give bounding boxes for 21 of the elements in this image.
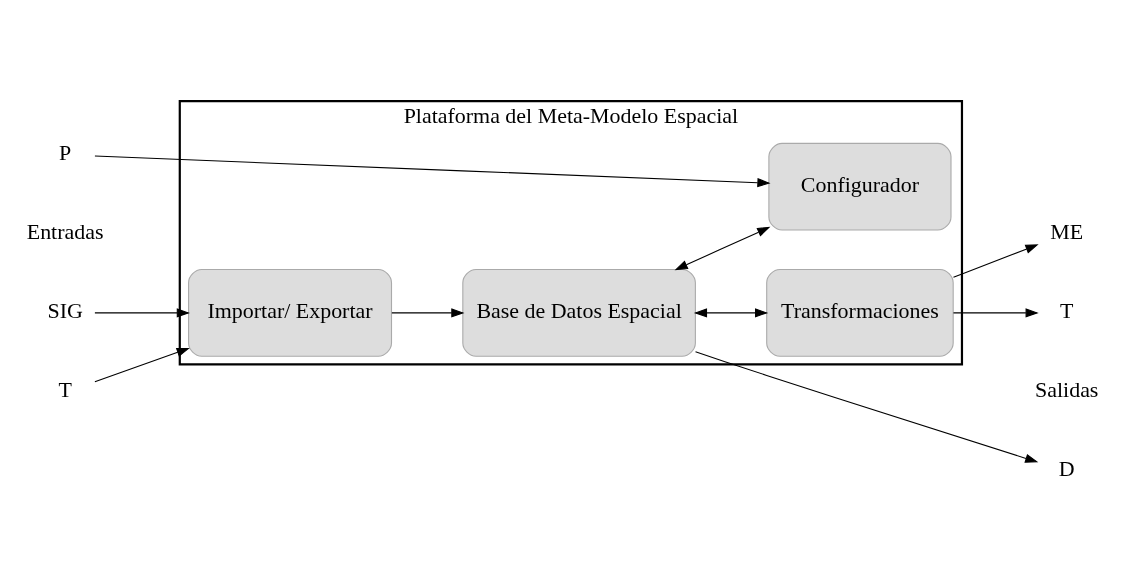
node-text: SIG xyxy=(47,298,83,324)
arrow xyxy=(391,308,465,318)
node-box: Configurador xyxy=(768,142,952,231)
node-text: D xyxy=(1058,456,1075,482)
node-text: ME xyxy=(1050,219,1084,245)
arrow xyxy=(952,308,1039,318)
node-text: T xyxy=(1060,298,1074,324)
arrow xyxy=(94,348,190,383)
arrow xyxy=(693,308,769,318)
arrow xyxy=(694,351,1039,463)
arrow xyxy=(952,244,1039,278)
arrow xyxy=(94,308,190,318)
arrow xyxy=(674,226,771,271)
node-text: P xyxy=(59,140,72,166)
arrow xyxy=(94,155,771,188)
node-text: T xyxy=(58,377,72,403)
node-box: Importar/ Exportar xyxy=(188,269,393,357)
label: Salidas xyxy=(1035,377,1099,403)
node-box: Base de Datos Espacial xyxy=(462,269,696,357)
label: Entradas xyxy=(26,219,104,245)
node-box: Transformaciones xyxy=(766,269,954,357)
